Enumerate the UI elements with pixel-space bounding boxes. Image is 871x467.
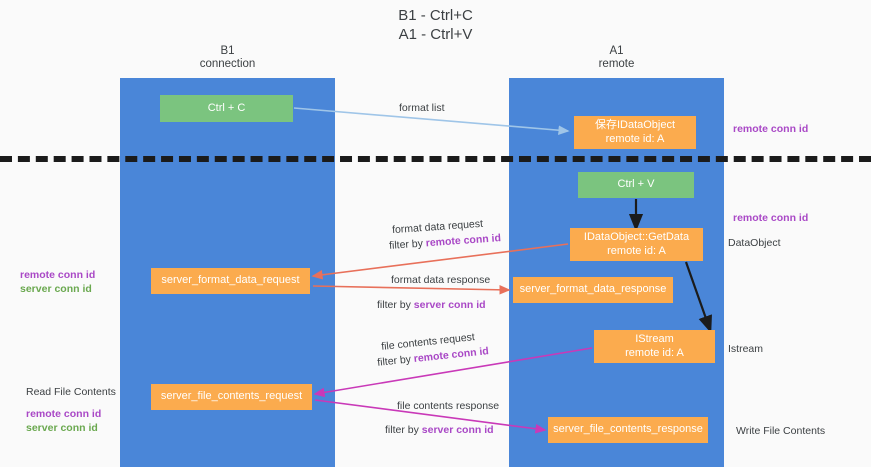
label-format-list: format list [399,102,445,114]
box-ctrl-v-label: Ctrl + V [617,178,655,191]
lane-header-a1-role: remote [598,58,635,70]
filter-key-server-conn-id: server conn id [413,299,486,311]
box-istream-line1: IStream [635,333,674,345]
label-format-data-response: format data response [391,274,491,286]
box-sfdreq-label: server_format_data_request [161,274,300,287]
annotation-left-read-file-block: Read File Contents remote conn id server… [26,385,116,435]
box-getdata-line2: remote id: A [607,244,666,257]
box-idataobject-getdata[interactable]: IDataObject::GetData remote id: A [570,228,703,261]
annotation-istream: Istream [728,343,764,355]
annotation-write-file-contents: Write File Contents [736,425,826,437]
annotation-remote-conn-id-mid: remote conn id [733,212,809,224]
filter-prefix: filter by [388,237,427,252]
box-server-file-contents-response[interactable]: server_file_contents_response [548,417,708,443]
box-server-format-data-request[interactable]: server_format_data_request [151,268,310,294]
lane-header-a1-name: A1 [609,45,624,57]
box-sfcresp-label: server_file_contents_response [553,423,703,436]
label-file-contents-response-filter: filter by server conn id [385,423,494,437]
title-line-2: A1 - Ctrl+V [398,26,473,43]
box-ctrl-c[interactable]: Ctrl + C [160,95,293,122]
filter-prefix: filter by [376,353,415,369]
label-format-data-response-filter: filter by server conn id [377,298,486,312]
annotation-remote-conn-id-top: remote conn id [733,123,809,135]
lane-header-b1: B1 connection [120,45,335,71]
annotation-left-remote-conn-id: remote conn id [20,269,96,281]
label-file-contents-response: file contents response [397,400,500,412]
box-ctrl-c-label: Ctrl + C [207,101,246,114]
annotation-left-server-conn-id-2: server conn id [26,422,98,434]
lane-header-a1: A1 remote [509,45,724,71]
filter-key-remote-conn-id: remote conn id [425,232,502,250]
filter-prefix: filter by [377,299,414,311]
box-sfdresp-label: server_format_data_response [519,283,667,296]
annotation-left-conn-ids-top: remote conn id server conn id [20,268,95,296]
annotation-read-file-contents: Read File Contents [26,386,116,398]
box-idataobject-line2: remote id: A [605,132,665,145]
annotation-left-server-conn-id: server conn id [20,283,92,295]
diagram-title: B1 - Ctrl+C A1 - Ctrl+V [0,6,871,44]
annotation-dataobject: DataObject [728,237,781,249]
lane-header-b1-role: connection [199,58,256,70]
box-server-format-data-response[interactable]: server_format_data_response [513,277,673,303]
title-line-1: B1 - Ctrl+C [398,7,473,24]
box-idataobject-line1: 保存IDataObject [594,119,676,131]
filter-key-server-conn-id: server conn id [421,424,494,436]
box-ctrl-v[interactable]: Ctrl + V [578,172,694,198]
lane-header-b1-name: B1 [220,45,235,57]
filter-prefix: filter by [385,424,422,436]
box-getdata-line1: IDataObject::GetData [583,231,690,243]
box-istream-line2: remote id: A [625,346,684,359]
box-idataobject[interactable]: 保存IDataObject remote id: A [574,116,696,149]
phase-divider [0,156,871,162]
box-server-file-contents-request[interactable]: server_file_contents_request [151,384,312,410]
box-istream[interactable]: IStream remote id: A [594,330,715,363]
box-sfcreq-label: server_file_contents_request [160,390,303,403]
annotation-left-remote-conn-id-2: remote conn id [26,408,102,420]
